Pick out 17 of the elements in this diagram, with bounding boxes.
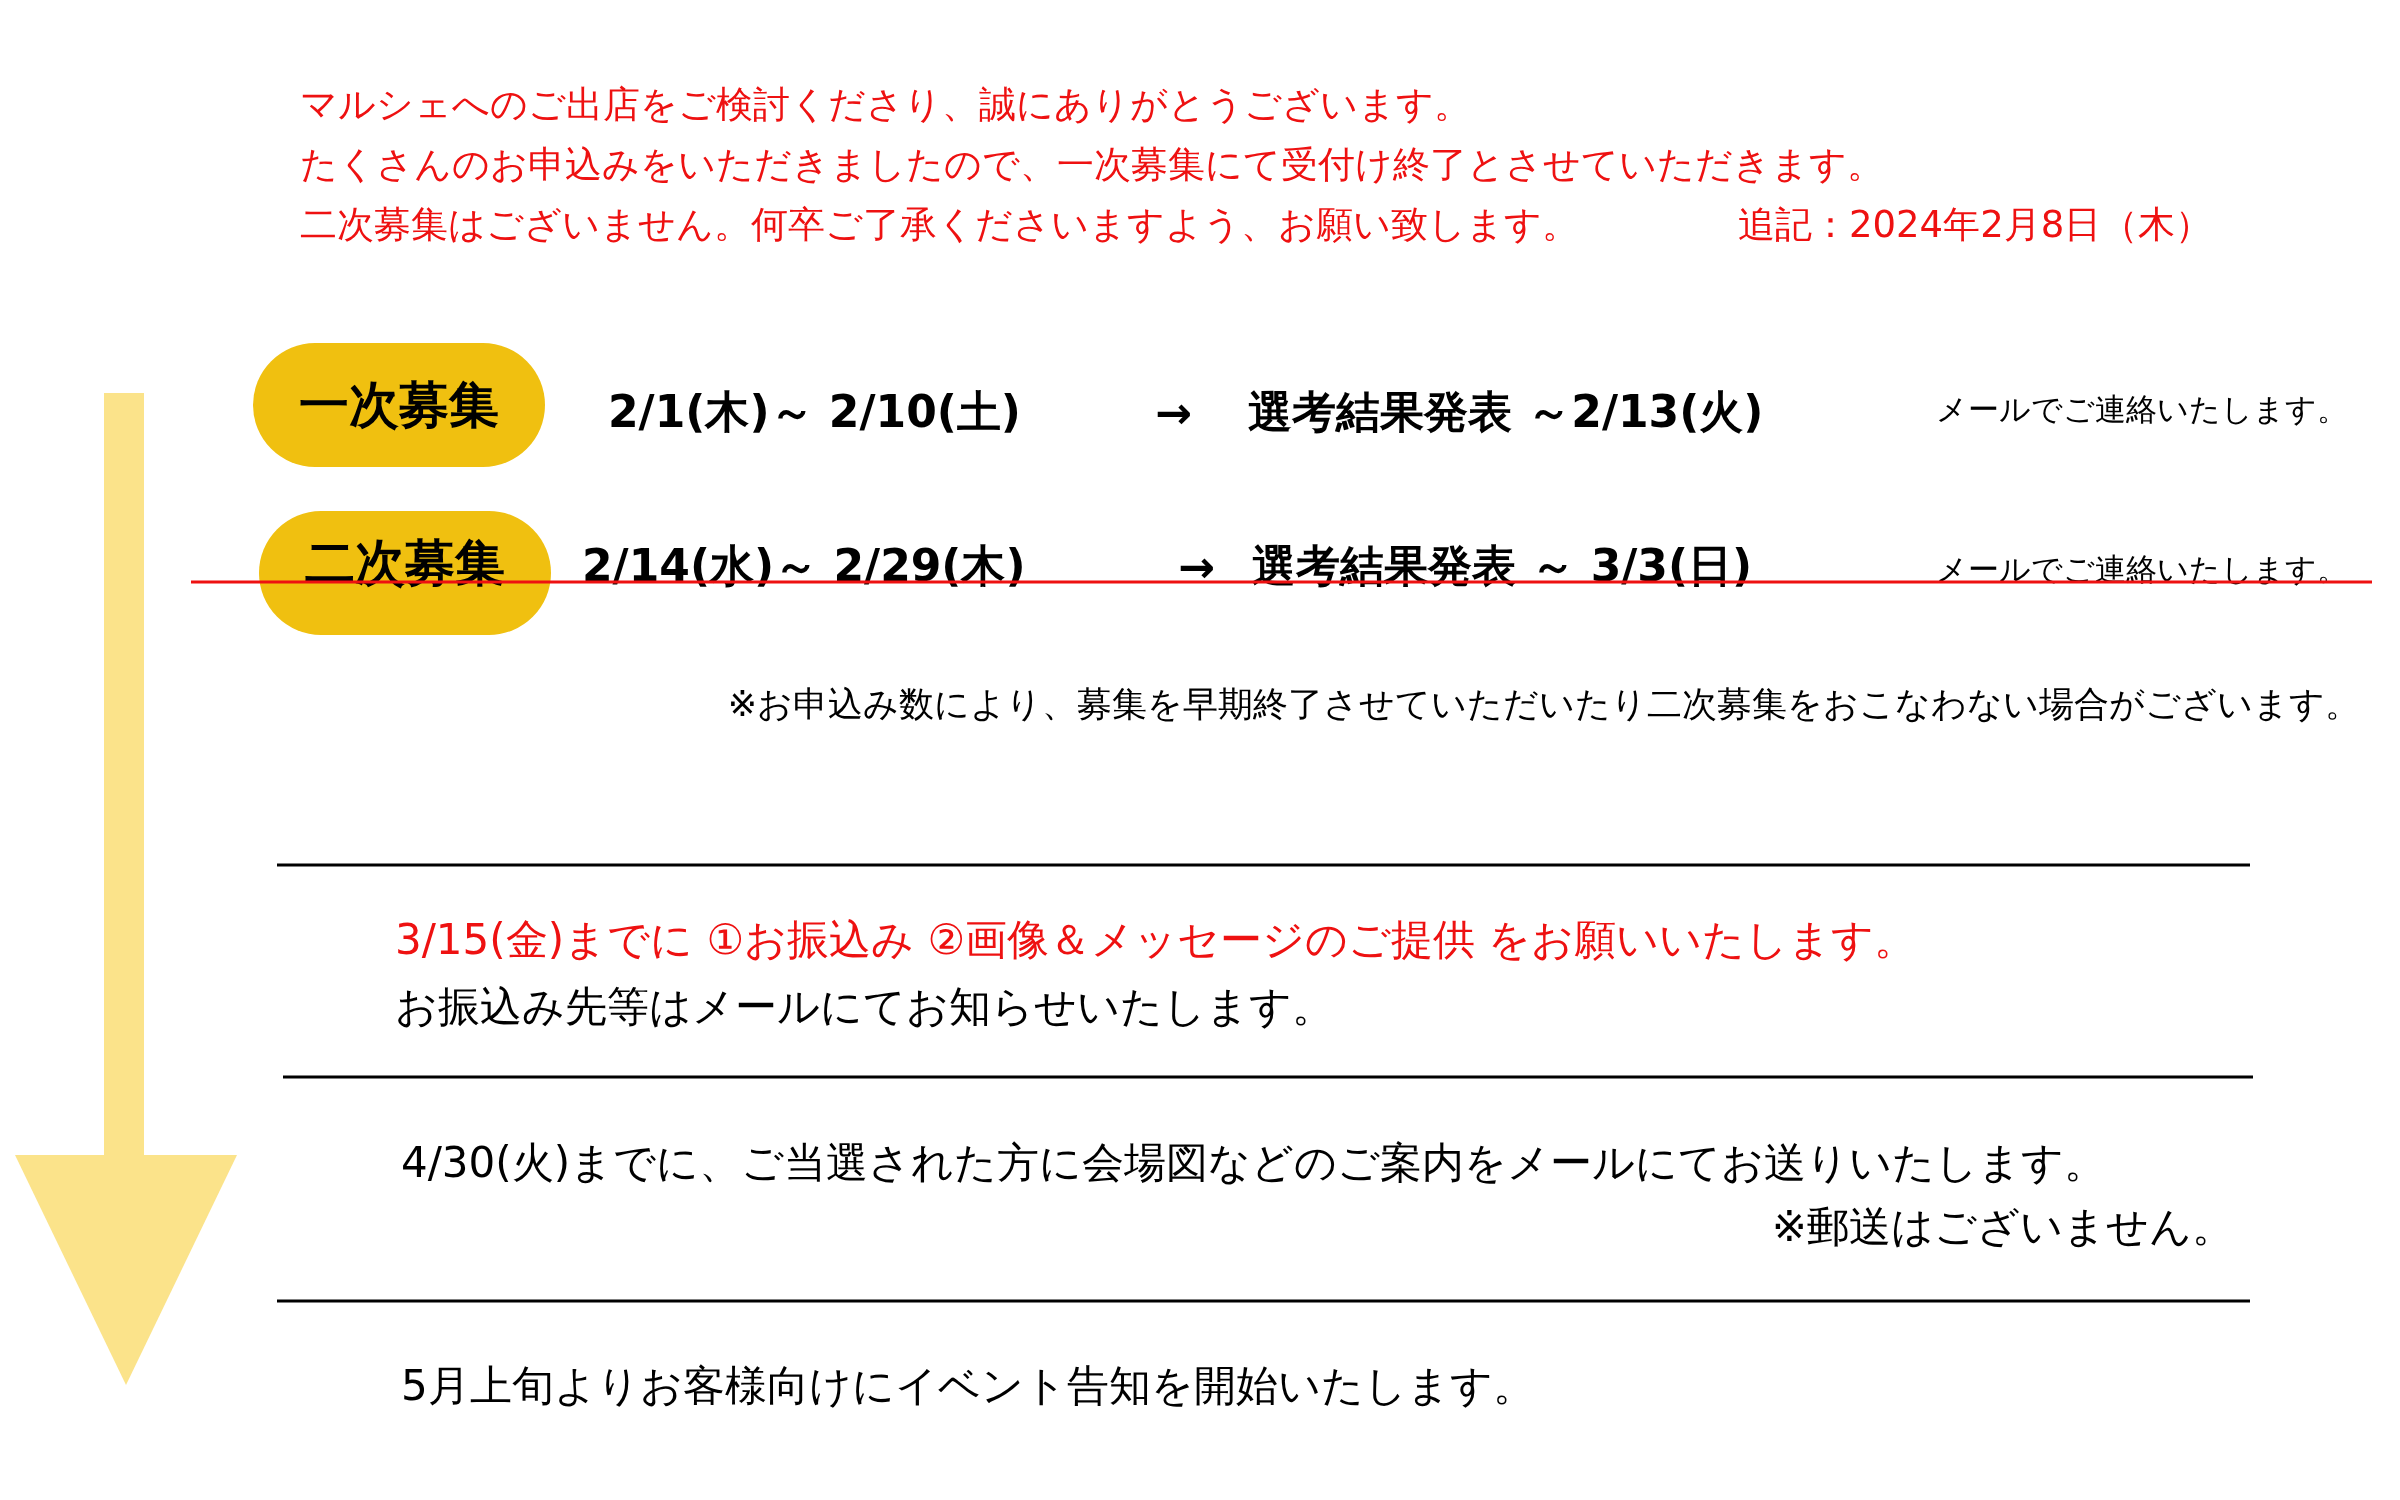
- notice-text: 4/30(火)までに、ご当選された方に会場図などのご案内をメールにてお送りいたします。: [401, 1137, 2107, 1189]
- label-pill: 一次募集: [253, 343, 545, 467]
- notice-text: マルシェへのご出店をご検討くださり、誠にありがとうございます。: [300, 82, 1471, 128]
- notice-text: たくさんのお申込みをいただきましたので、一次募集にて受付け終了とさせていただきます。: [300, 142, 1884, 188]
- notice-text: 3/15(金)までに ①お振込み ②画像＆メッセージのご提供 をお願いいたします。: [395, 914, 1917, 966]
- notice-text: 5月上旬よりお客様向けにイベント告知を開始いたします。: [401, 1360, 1535, 1412]
- notice-text: 二次募集はございません。何卒ご了承くださいますよう、お願い致します。: [300, 202, 1579, 248]
- schedule-text: 2/1(木)～ 2/10(土): [608, 384, 1021, 439]
- notice-text: 追記：2024年2月8日（木）: [1738, 202, 2213, 248]
- notice-text: ※郵送はございません。: [1771, 1201, 2234, 1253]
- schedule-text: 選考結果発表 ～2/13(火): [1248, 384, 1764, 439]
- schedule-text: 2/14(水)～ 2/29(木): [582, 538, 1026, 593]
- notice-text: お振込み先等はメールにてお知らせいたします。: [395, 981, 1334, 1033]
- arrow-glyph: →: [1155, 386, 1192, 438]
- note-text: ※お申込み数により、募集を早期終了させていただいたり二次募集をおこなわない場合がございます。: [727, 682, 2360, 726]
- note-text: メールでご連絡いたします。: [1936, 390, 2348, 429]
- schedule-text: →: [1178, 540, 1215, 592]
